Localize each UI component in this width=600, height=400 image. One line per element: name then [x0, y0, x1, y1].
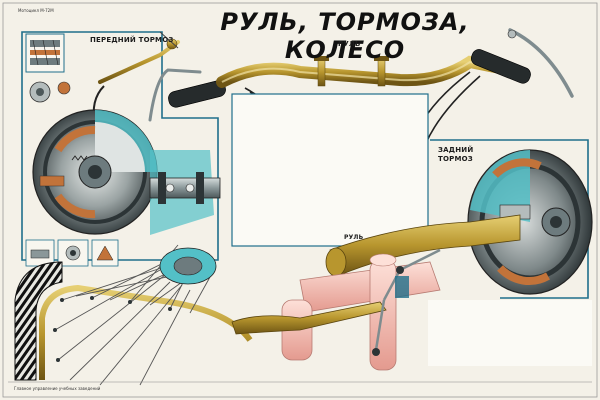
left-lever	[148, 68, 202, 122]
bottom-legend-panel	[428, 300, 592, 366]
rear-drum-cutaway	[470, 150, 530, 222]
right-grip	[471, 49, 531, 84]
front-brake-frame	[21, 31, 219, 261]
poster-title: РУЛЬ, ТОРМОЗА, КОЛЕСО	[220, 8, 470, 64]
handlebar-small-label: РУЛЬ	[344, 234, 364, 241]
handlebar-group	[148, 28, 574, 247]
rear-brake-group	[325, 139, 593, 299]
front-brake-group	[21, 31, 221, 267]
center-legend-panel	[231, 93, 429, 247]
rear-brake-label: ЗАДНИЙ ТОРМОЗ	[438, 146, 474, 163]
front-lever	[98, 40, 180, 84]
front-hub-section	[149, 150, 221, 235]
header-note: Мотоцикл М-72М	[18, 8, 54, 13]
handlebar-label: РУЛЬ	[338, 40, 361, 48]
front-brake-label: ПЕРЕДНИЙ ТОРМОЗ	[90, 36, 174, 44]
right-lever	[508, 28, 574, 98]
brake-pedal	[231, 301, 387, 335]
wheel-group	[14, 244, 253, 386]
footer-note: Главное управление учебных заведений	[14, 386, 101, 391]
wheel-rim	[39, 284, 253, 380]
wheel-tyre	[14, 261, 63, 381]
front-brake-shoe	[54, 126, 96, 153]
handlebar-tube	[216, 55, 506, 88]
foot-brake-group	[231, 248, 441, 371]
